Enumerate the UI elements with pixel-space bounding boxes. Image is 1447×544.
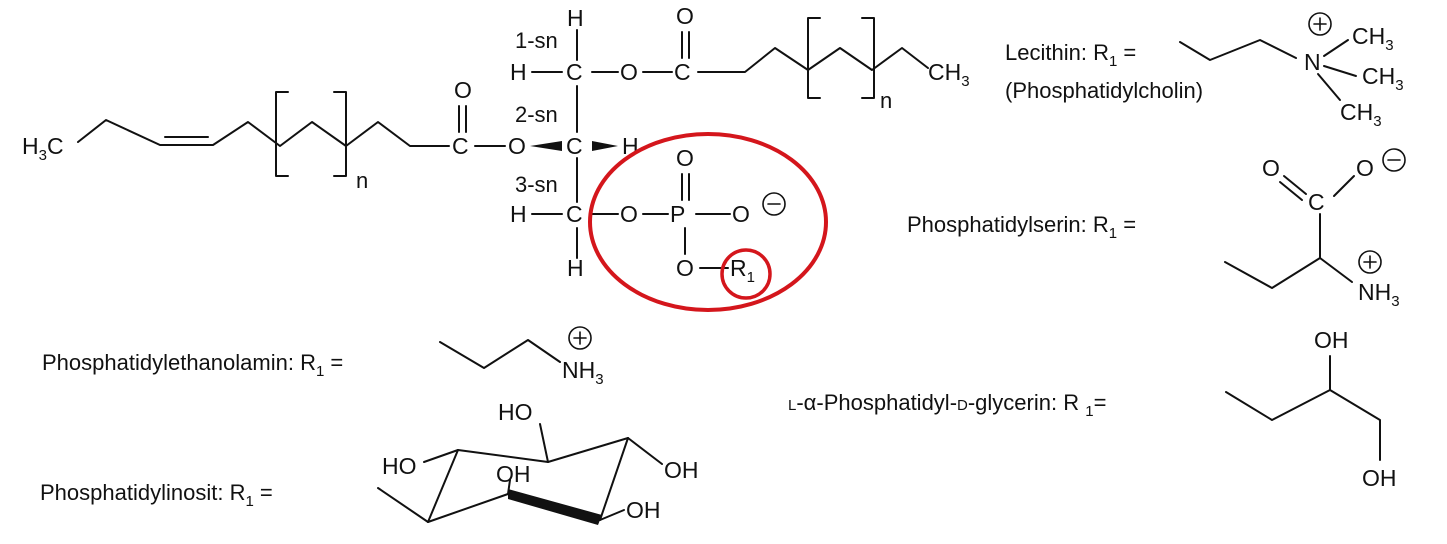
serin-nh3: NH3	[1358, 279, 1400, 310]
r-group-phosphatidylglycerin: L-α-Phosphatidyl-D-glycerin: R 1= OH OH	[788, 327, 1397, 491]
sn2-acyl-chain: C O n H3C	[22, 77, 506, 193]
repeat-n-2: n	[356, 168, 368, 193]
atom-h-top: H	[567, 5, 584, 31]
lecithin-detail: (Phosphatidylcholin)	[1005, 78, 1203, 103]
atom-c-2: C	[566, 133, 583, 159]
atom-c-1: C	[566, 59, 583, 85]
atom-o-p-right: O	[732, 201, 750, 227]
atom-o-p-bottom: O	[676, 255, 694, 281]
phosphate-group: P O O O R1	[642, 145, 786, 286]
lecithin-ch3-a: CH3	[1352, 23, 1394, 54]
sn1-acyl-chain: C O n CH3	[642, 3, 970, 113]
position-label-2sn: 2-sn	[515, 102, 558, 127]
lecithin-ch3-c: CH3	[1340, 99, 1382, 130]
glycerol-backbone	[530, 29, 619, 259]
position-label-1sn: 1-sn	[515, 28, 558, 53]
r-group-phosphatidylinosit: Phosphatidylinosit: R1 = HO HO OH OH OH	[40, 399, 699, 525]
serin-label: Phosphatidylserin: R1 =	[907, 212, 1136, 242]
serin-o-right: O	[1356, 155, 1374, 181]
atom-c-ester-2: C	[452, 133, 469, 159]
atom-o-p-top: O	[676, 145, 694, 171]
atom-o-carbonyl-2: O	[454, 77, 472, 103]
atom-o-2: O	[508, 133, 526, 159]
atom-o-1: O	[620, 59, 638, 85]
r1-label: R1	[730, 255, 755, 286]
ethanolamin-nh3: NH3	[562, 357, 604, 388]
atom-c-ester-1: C	[674, 59, 691, 85]
serin-c: C	[1308, 189, 1325, 215]
repeat-n-1: n	[880, 88, 892, 113]
r-group-phosphatidylethanolamin: Phosphatidylethanolamin: R1 = NH3	[42, 326, 604, 388]
inosit-oh-bottom: OH	[626, 497, 661, 523]
glycerin-label: L-α-Phosphatidyl-D-glycerin: R 1=	[788, 390, 1106, 420]
atom-p: P	[670, 201, 685, 227]
inosit-oh-left: HO	[382, 453, 417, 479]
inosit-oh-right: OH	[664, 457, 699, 483]
terminal-h3c: H3C	[22, 133, 64, 164]
inosit-oh-middle: OH	[496, 461, 531, 487]
atom-h-1: H	[510, 59, 527, 85]
highlight-phosphate-ellipse	[588, 132, 828, 312]
glycerin-oh-bottom: OH	[1362, 465, 1397, 491]
atom-o-3: O	[620, 201, 638, 227]
lecithin-label: Lecithin: R1 =	[1005, 40, 1136, 70]
backbone-atoms: H H C O C H O H C O H 1-sn 2-sn 3-sn	[508, 5, 639, 281]
atom-c-3: C	[566, 201, 583, 227]
lecithin-n: N	[1304, 49, 1321, 75]
ethanolamin-label: Phosphatidylethanolamin: R1 =	[42, 350, 343, 380]
lecithin-ch3-b: CH3	[1362, 63, 1404, 94]
atom-h-bottom: H	[567, 255, 584, 281]
r-group-phosphatidylserin: Phosphatidylserin: R1 = C O O NH3	[907, 148, 1406, 310]
position-label-3sn: 3-sn	[515, 172, 558, 197]
inosit-label: Phosphatidylinosit: R1 =	[40, 480, 273, 510]
serin-o-left: O	[1262, 155, 1280, 181]
inosit-oh-top: HO	[498, 399, 533, 425]
r-group-lecithin: Lecithin: R1 = (Phosphatidylcholin) N CH…	[1005, 12, 1404, 130]
highlight-r1-circle	[720, 248, 772, 300]
atom-o-carbonyl-1: O	[676, 3, 694, 29]
terminal-ch3-1: CH3	[928, 59, 970, 90]
glycerin-oh-top: OH	[1314, 327, 1349, 353]
atom-h-3: H	[510, 201, 527, 227]
